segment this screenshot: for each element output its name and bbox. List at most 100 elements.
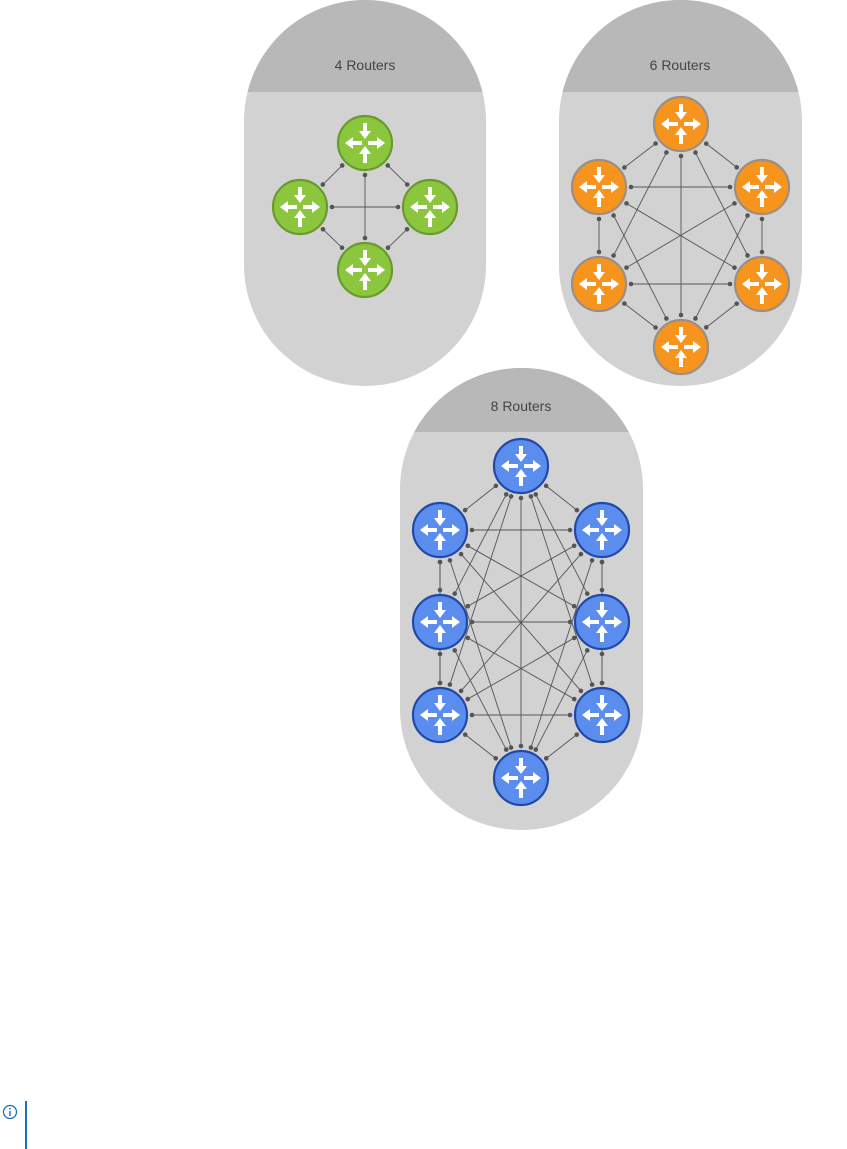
- link-endpoint: [590, 558, 595, 563]
- link-endpoint: [629, 185, 634, 190]
- link-endpoint: [452, 648, 457, 653]
- link-endpoint: [459, 689, 464, 694]
- link-endpoint: [386, 163, 391, 168]
- link-endpoint: [693, 316, 698, 321]
- panel-title: 6 Routers: [650, 57, 711, 73]
- link-endpoint: [704, 325, 709, 330]
- link-endpoint: [760, 250, 765, 255]
- link-endpoint: [728, 282, 733, 287]
- router-icon: [735, 257, 789, 311]
- link-endpoint: [438, 681, 443, 686]
- link-endpoint: [745, 213, 750, 218]
- link-endpoint: [597, 250, 602, 255]
- router-icon: [572, 160, 626, 214]
- link-endpoint: [321, 182, 326, 187]
- link-endpoint: [405, 227, 410, 232]
- link-endpoint: [452, 591, 457, 596]
- link-endpoint: [622, 301, 627, 306]
- link-endpoint: [624, 265, 629, 270]
- link-endpoint: [572, 697, 577, 702]
- link-endpoint: [438, 560, 443, 565]
- link-endpoint: [504, 492, 509, 497]
- router-icon: [273, 180, 327, 234]
- link-endpoint: [572, 604, 577, 609]
- link-endpoint: [509, 745, 514, 750]
- link-endpoint: [533, 492, 538, 497]
- router-icon: [654, 97, 708, 151]
- link-endpoint: [463, 732, 468, 737]
- link-endpoint: [568, 713, 573, 718]
- link-endpoint: [600, 652, 605, 657]
- link-endpoint: [679, 154, 684, 159]
- router-icon: [338, 243, 392, 297]
- panel-title: 4 Routers: [335, 57, 396, 73]
- router-icon: [494, 439, 548, 493]
- link-endpoint: [664, 316, 669, 321]
- router-icon: [735, 160, 789, 214]
- link-endpoint: [363, 173, 368, 178]
- link-endpoint: [734, 165, 739, 170]
- link-endpoint: [340, 245, 345, 250]
- link-endpoint: [321, 227, 326, 232]
- panel-header: [244, 0, 486, 92]
- link-endpoint: [585, 648, 590, 653]
- link-endpoint: [693, 150, 698, 155]
- link-endpoint: [494, 484, 499, 489]
- router-icon: [654, 320, 708, 374]
- link-endpoint: [448, 558, 453, 563]
- router-icon: [572, 257, 626, 311]
- link-endpoint: [575, 508, 580, 513]
- link-endpoint: [466, 604, 471, 609]
- panel-title: 8 Routers: [491, 398, 552, 414]
- router-icon: [494, 751, 548, 805]
- link-endpoint: [363, 236, 368, 241]
- panel-header: [559, 0, 802, 92]
- link-endpoint: [600, 681, 605, 686]
- link-endpoint: [600, 560, 605, 565]
- link-endpoint: [734, 301, 739, 306]
- router-icon: [413, 503, 467, 557]
- link-endpoint: [664, 150, 669, 155]
- link-endpoint: [568, 528, 573, 533]
- link-endpoint: [340, 163, 345, 168]
- link-endpoint: [732, 201, 737, 206]
- link-endpoint: [396, 205, 401, 210]
- link-endpoint: [745, 253, 750, 258]
- panel-8-routers: 8 Routers: [400, 368, 643, 830]
- router-icon: [338, 116, 392, 170]
- link-endpoint: [470, 713, 475, 718]
- link-endpoint: [386, 245, 391, 250]
- link-endpoint: [579, 689, 584, 694]
- link-endpoint: [629, 282, 634, 287]
- panel-6-routers: 6 Routers: [559, 0, 802, 386]
- link-endpoint: [544, 756, 549, 761]
- link-endpoint: [504, 747, 509, 752]
- link-endpoint: [438, 652, 443, 657]
- link-endpoint: [760, 217, 765, 222]
- link-endpoint: [679, 313, 684, 318]
- link-endpoint: [622, 165, 627, 170]
- link-endpoint: [529, 494, 534, 499]
- note-rule: [25, 1101, 27, 1149]
- link-endpoint: [509, 494, 514, 499]
- link-endpoint: [611, 253, 616, 258]
- link-endpoint: [438, 588, 443, 593]
- link-endpoint: [611, 213, 616, 218]
- link-endpoint: [574, 732, 579, 737]
- link-endpoint: [459, 552, 464, 557]
- link-endpoint: [465, 636, 470, 641]
- link-endpoint: [732, 265, 737, 270]
- link-endpoint: [544, 484, 549, 489]
- link-endpoint: [572, 636, 577, 641]
- router-icon: [403, 180, 457, 234]
- link-endpoint: [653, 325, 658, 330]
- link-endpoint: [704, 141, 709, 146]
- link-endpoint: [533, 747, 538, 752]
- link-endpoint: [529, 745, 534, 750]
- link-endpoint: [519, 496, 524, 501]
- link-endpoint: [330, 205, 335, 210]
- link-endpoint: [465, 697, 470, 702]
- link-endpoint: [579, 552, 584, 557]
- link-endpoint: [585, 591, 590, 596]
